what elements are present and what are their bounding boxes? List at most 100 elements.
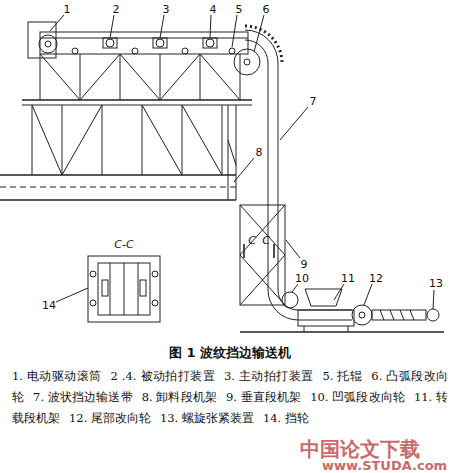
drawing-stroke (278, 290, 352, 310)
drawing-stroke (240, 205, 285, 255)
drawing-stroke (203, 38, 217, 48)
drawing-stroke (268, 290, 352, 320)
drawing-stroke (0, 199, 236, 200)
drawing-stroke (98, 263, 150, 315)
drawing-stroke (380, 310, 384, 320)
part-legend-item: 14. 挡轮 (263, 411, 309, 425)
callout-number: 14 (42, 300, 56, 311)
drawing-stroke (45, 41, 51, 47)
parts-list: 1. 电动驱动滚筒2 .4. 被动拍打装置3. 主动拍打装置5. 托辊6. 凸弧… (12, 366, 448, 429)
part-legend-item: 13. 螺旋张紧装置 (160, 411, 254, 425)
drawing-stroke (80, 54, 81, 100)
drawing-stroke (298, 310, 354, 326)
part-legend-item: 8. 卸料段机架 (142, 390, 217, 404)
drawing-stroke (400, 310, 404, 320)
drawing-stroke (102, 105, 103, 175)
drawing-stroke (156, 39, 164, 47)
drawing-stroke (240, 205, 285, 255)
drawing-stroke (110, 263, 111, 315)
part-legend-item: 10. 凹弧段改向轮 (310, 390, 405, 404)
drawing-stroke (240, 331, 444, 332)
drawing-stroke (62, 105, 63, 175)
drawing-stroke (210, 15, 211, 38)
drawing-stroke (40, 32, 248, 54)
drawing-stroke (206, 39, 214, 47)
drawing-stroke (222, 105, 223, 175)
callout-number: 5 (236, 4, 243, 15)
drawing-stroke (390, 310, 394, 320)
drawing-stroke (132, 48, 138, 54)
drawing-stroke (102, 280, 108, 296)
drawing-stroke (103, 38, 117, 48)
drawing-stroke (229, 48, 235, 54)
drawing-stroke (0, 187, 236, 188)
callout-number: 8 (256, 147, 263, 158)
drawing-stroke (88, 256, 160, 322)
drawing-stroke (160, 15, 164, 38)
part-legend-item: 1. 电动驱动滚筒 (12, 369, 101, 383)
drawing-stroke (40, 54, 41, 100)
drawing-stroke (50, 15, 64, 31)
watermark: www.STUDA.com (322, 458, 447, 473)
callout-number: 9 (301, 259, 308, 270)
drawing-stroke (254, 15, 264, 52)
section-mark: C (262, 235, 270, 246)
drawing-stroke (124, 263, 125, 315)
drawing-stroke (200, 54, 201, 100)
drawing-stroke (120, 54, 121, 100)
drawing-stroke (244, 59, 250, 65)
drawing-stroke (228, 140, 236, 165)
drawing-stroke (22, 99, 252, 101)
drawing-stroke (352, 305, 372, 325)
drawing-stroke (182, 105, 183, 175)
drawing-stroke (348, 326, 349, 332)
callout-number: 10 (295, 273, 309, 284)
drawing-stroke (90, 271, 96, 277)
drawing-stroke (80, 54, 120, 100)
drawing-stroke (364, 284, 372, 305)
drawing-stroke (280, 107, 308, 140)
drawing-stroke (56, 288, 88, 302)
drawing-stroke (28, 22, 56, 58)
drawing-stroke (282, 292, 298, 308)
drawing-stroke (243, 244, 245, 258)
drawing-stroke (334, 284, 344, 300)
part-legend-item: 3. 主动拍打装置 (224, 369, 313, 383)
drawing-stroke (142, 105, 182, 175)
callout-number: 12 (369, 273, 383, 284)
drawing-stroke (240, 255, 285, 305)
drawing-stroke (106, 39, 114, 47)
drawing-stroke (232, 15, 237, 47)
part-legend-item: 7. 波状挡边输送带 (33, 390, 133, 404)
drawing-stroke (433, 290, 434, 309)
drawing-stroke (152, 271, 158, 277)
drawing-stroke (234, 49, 260, 75)
figure-caption: 图 1 波纹挡边输送机 (169, 345, 291, 360)
section-mark: C-C (114, 239, 133, 250)
drawing-stroke (286, 240, 300, 258)
drawing-stroke (120, 54, 160, 100)
callout-number: 4 (210, 4, 217, 15)
drawing-stroke (142, 105, 143, 175)
drawing-stroke (410, 310, 414, 320)
part-legend-item: 5. 托辊 (322, 369, 362, 383)
part-legend-item: 9. 垂直段机架 (226, 390, 301, 404)
callout-number: 1 (64, 4, 71, 15)
callout-number: 13 (429, 278, 443, 289)
drawing-stroke (40, 54, 80, 100)
drawing-stroke (32, 105, 62, 175)
drawing-stroke (305, 289, 342, 306)
section-mark: C (248, 235, 256, 246)
drawing-stroke (153, 38, 167, 48)
drawing-stroke (160, 54, 200, 100)
drawing-stroke (32, 105, 33, 175)
drawing-stroke (62, 105, 102, 175)
drawing-stroke (240, 54, 241, 100)
callout-number: 3 (163, 4, 170, 15)
drawing-stroke (240, 255, 285, 305)
drawing-stroke (182, 105, 222, 175)
drawing-stroke (292, 284, 298, 292)
drawing-stroke (236, 105, 237, 200)
drawing-stroke (182, 48, 188, 54)
drawing-stroke (138, 263, 139, 315)
